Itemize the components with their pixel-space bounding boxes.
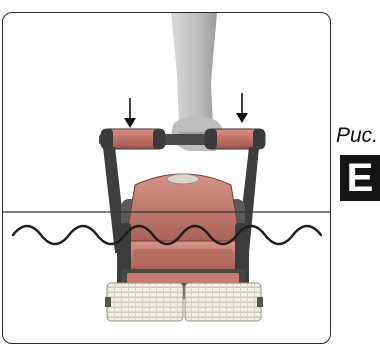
robot-brushes — [105, 282, 263, 322]
water-wave-line — [11, 224, 323, 246]
figure-letter-badge: E — [340, 155, 380, 201]
figure-caption: Puc. — [336, 124, 379, 147]
down-arrow-icon — [124, 98, 136, 128]
pool-cleaner-illustration — [3, 13, 330, 322]
robot-body — [117, 173, 249, 299]
down-arrow-icon — [236, 93, 248, 123]
figure-frame — [2, 12, 331, 344]
